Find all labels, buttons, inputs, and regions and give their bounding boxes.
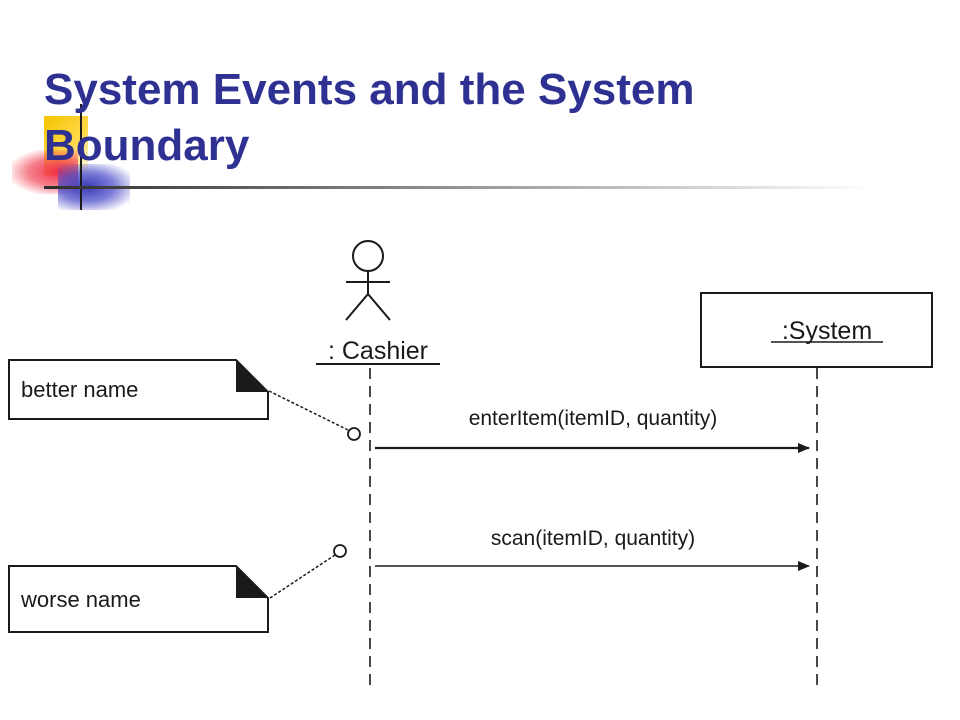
system-object: :System — [700, 292, 933, 368]
slide-title-line-2: Boundary — [44, 121, 250, 170]
stick-figure-icon — [345, 240, 391, 321]
note-folded-corner-icon — [236, 360, 268, 392]
note-folded-corner-icon — [236, 566, 268, 598]
decorative-vertical-line — [80, 104, 82, 210]
slide-title: System Events and the System Boundary — [44, 62, 904, 174]
note-worse-name: worse name — [8, 544, 347, 633]
note-label: better name — [21, 377, 138, 402]
cashier-label: : Cashier — [328, 337, 428, 365]
message-label: enterItem(itemID, quantity) — [469, 407, 718, 430]
cashier-actor: : Cashier — [316, 240, 440, 365]
note-box — [8, 359, 269, 420]
message-label: scan(itemID, quantity) — [491, 527, 695, 550]
note-anchor-circle-icon — [347, 427, 361, 441]
note-connector — [268, 390, 349, 431]
message-enter-item: enterItem(itemID, quantity) — [375, 407, 810, 453]
title-underline — [44, 186, 874, 189]
note-box — [8, 565, 269, 633]
message-scan: scan(itemID, quantity) — [375, 527, 810, 571]
system-box — [700, 292, 933, 368]
system-label: :System — [782, 317, 872, 345]
note-anchor-circle-icon — [333, 544, 347, 558]
note-connector — [269, 554, 336, 599]
note-better-name: better name — [8, 359, 361, 441]
slide-title-line-1: System Events and the System — [44, 65, 695, 114]
note-label: worse name — [20, 587, 141, 612]
